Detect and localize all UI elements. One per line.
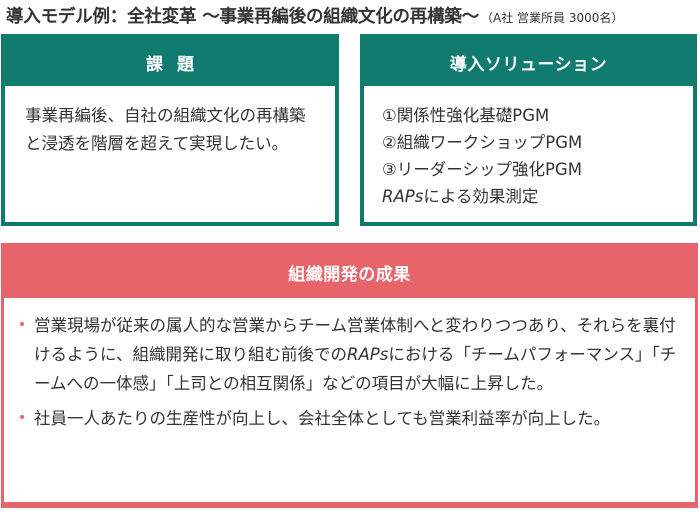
bullet-icon: • bbox=[18, 317, 27, 333]
solution-item: ②組織ワークショップPGM bbox=[382, 133, 583, 152]
bullet-icon: • bbox=[18, 410, 27, 426]
title-note: （A社 営業所員 3000名） bbox=[481, 11, 624, 25]
results-heading: 組織開発の成果 bbox=[288, 264, 411, 285]
results-body: • 営業現場が従来の属人的な営業からチーム営業体制へと変わりつつあり、それらを裏… bbox=[4, 298, 695, 502]
issue-text: 事業再編後、自社の組織文化の再構築と浸透を階層を超えて実現したい。 bbox=[25, 106, 306, 153]
raps-term: RAPs bbox=[382, 187, 424, 206]
raps-term: RAPs bbox=[347, 345, 389, 364]
solution-item: ①関係性強化基礎PGM bbox=[382, 106, 550, 125]
page-title: 導入モデル例：全社変革 〜事業再編後の組織文化の再構築〜（A社 営業所員 300… bbox=[6, 3, 623, 28]
result-text: 社員一人あたりの生産性が向上し、会社全体としても営業利益率が向上した。 bbox=[34, 409, 611, 428]
solution-list: ①関係性強化基礎PGM ②組織ワークショップPGM ③リーダーシップ強化PGM … bbox=[382, 102, 675, 210]
issue-card-header: 課題 bbox=[5, 38, 335, 86]
result-bullet: • 社員一人あたりの生産性が向上し、会社全体としても営業利益率が向上した。 bbox=[18, 404, 681, 433]
issue-heading: 課題 bbox=[146, 54, 208, 75]
raps-rest: による効果測定 bbox=[423, 187, 539, 206]
result-text: 営業現場が従来の属人的な営業からチーム営業体制へと変わりつつあり、それらを裏付け… bbox=[34, 311, 681, 398]
solution-card: 導入ソリューション ①関係性強化基礎PGM ②組織ワークショップPGM ③リーダ… bbox=[360, 34, 697, 226]
result-text-part: における「チームパフォーマンス」「チームへの一体感」「上司との相互関係」などの項… bbox=[34, 345, 677, 393]
title-main: 導入モデル例：全社変革 〜事業再編後の組織文化の再構築〜 bbox=[6, 7, 479, 27]
result-bullet: • 営業現場が従来の属人的な営業からチーム営業体制へと変わりつつあり、それらを裏… bbox=[18, 311, 681, 398]
solution-item: ③リーダーシップ強化PGM bbox=[382, 160, 582, 179]
results-header: 組織開発の成果 bbox=[4, 246, 695, 298]
solution-item-raps: RAPsによる効果測定 bbox=[382, 183, 675, 210]
solution-heading: 導入ソリューション bbox=[449, 54, 608, 75]
results-panel: 組織開発の成果 • 営業現場が従来の属人的な営業からチーム営業体制へと変わりつつ… bbox=[1, 243, 698, 508]
solution-card-header: 導入ソリューション bbox=[364, 38, 693, 86]
issue-card: 課題 事業再編後、自社の組織文化の再構築と浸透を階層を超えて実現したい。 bbox=[1, 34, 339, 226]
result-text-part: 営業現場が従来の属人的な営業からチーム営業体制へと変わりつつあり、それらを裏付け… bbox=[34, 316, 676, 364]
